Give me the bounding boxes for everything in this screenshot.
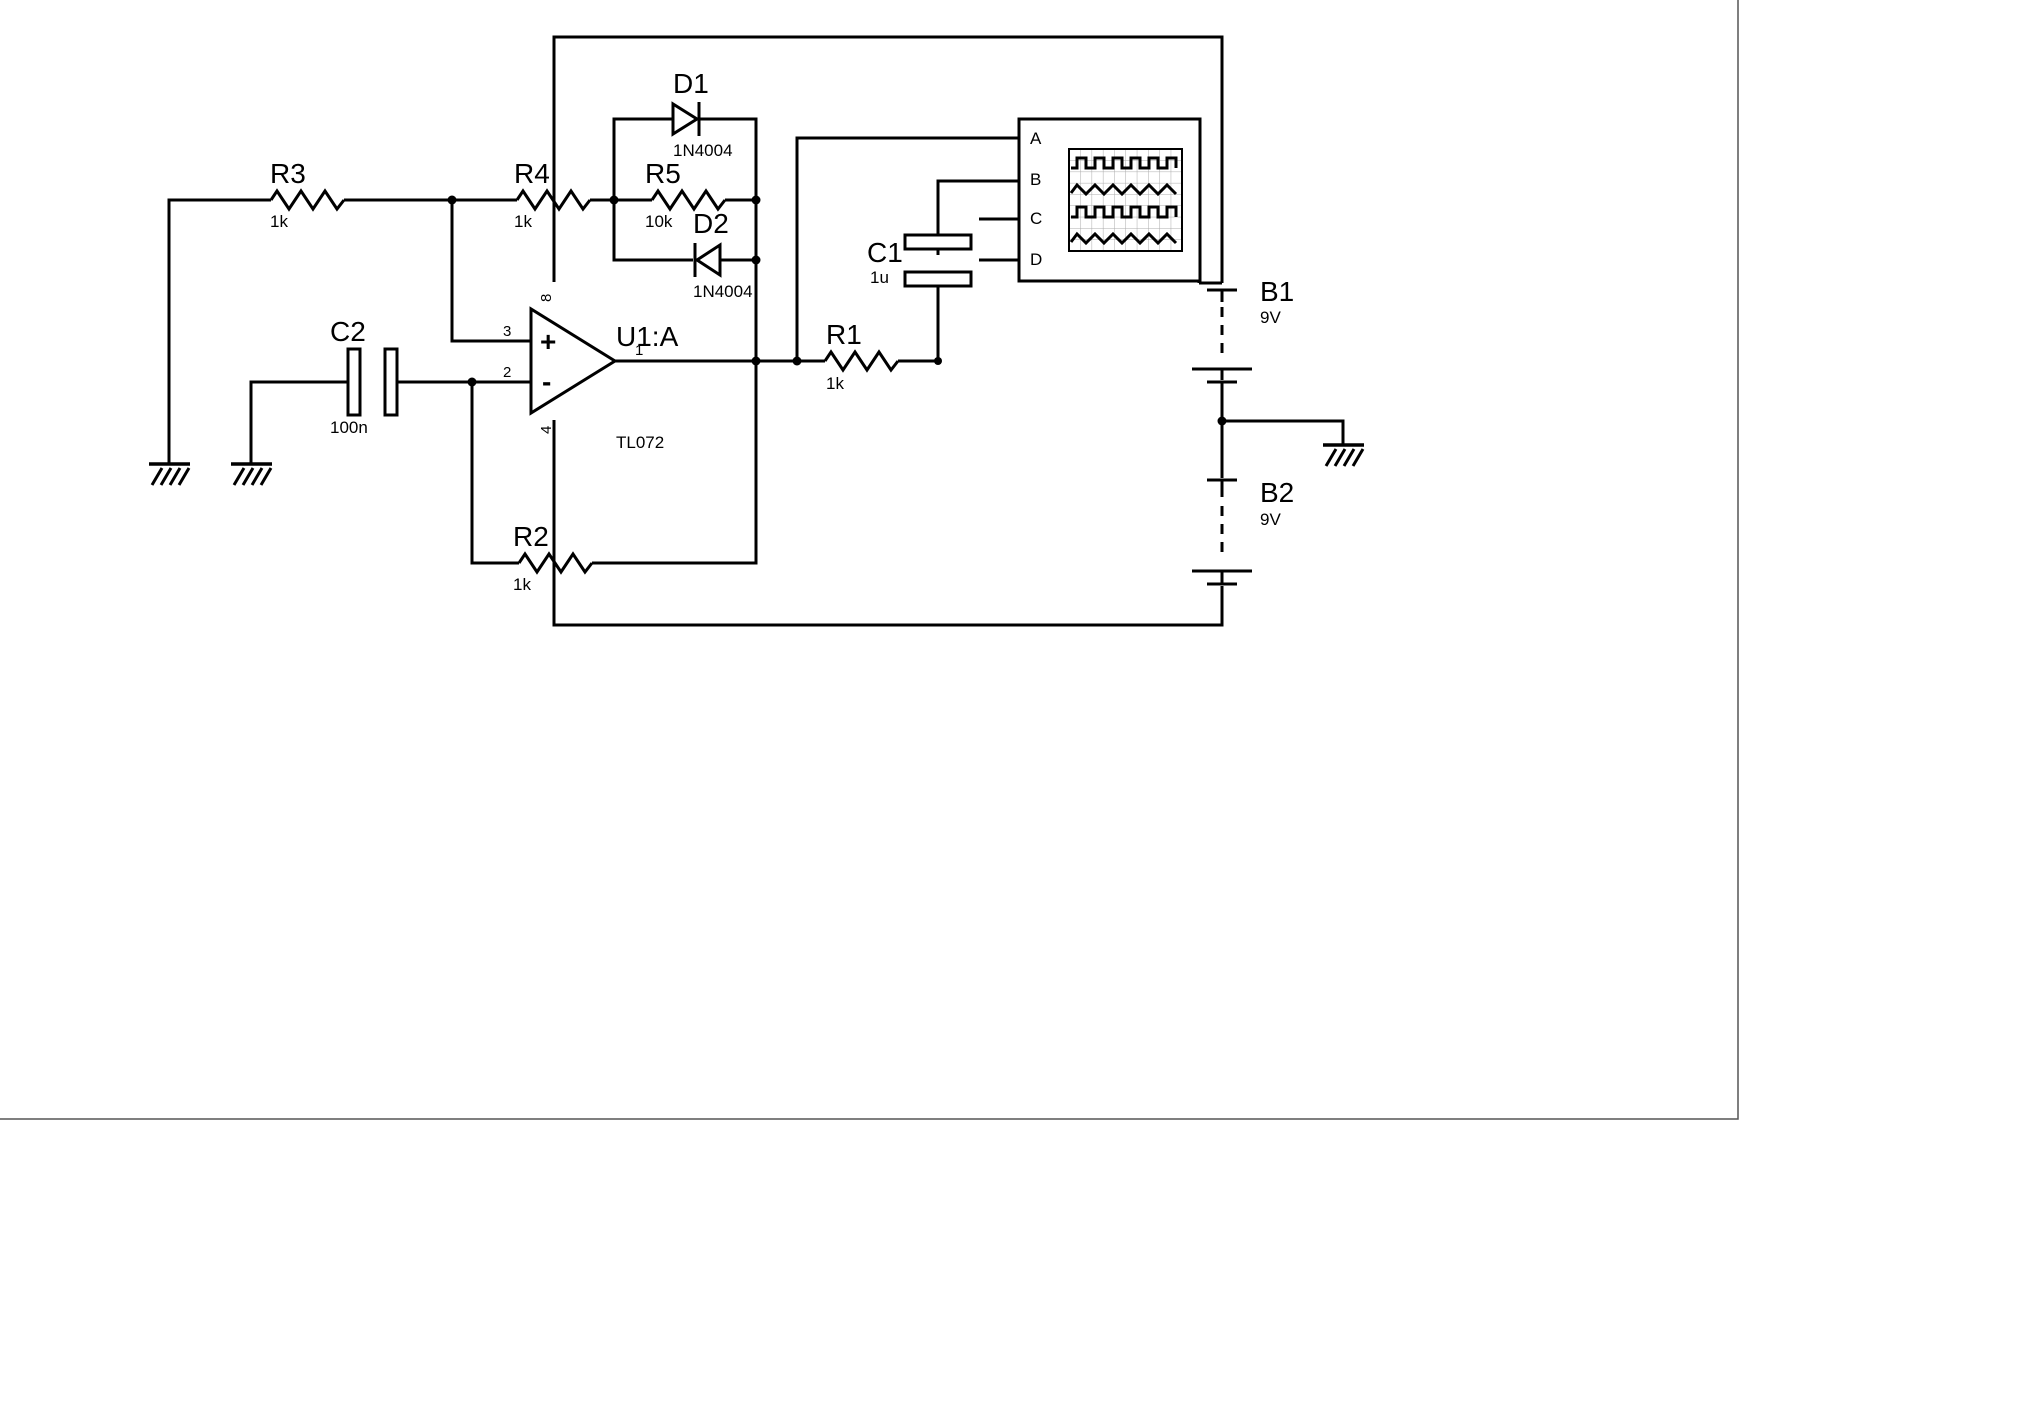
diode-d2: D2 1N4004	[693, 208, 753, 301]
scope-channel-b: B	[1030, 170, 1041, 189]
junction-dots	[447, 195, 1227, 426]
capacitor-icon	[903, 233, 973, 288]
battery-icon	[1192, 421, 1252, 586]
u1-part: TL072	[616, 433, 664, 452]
resistor-r1: R1 1k	[823, 319, 900, 393]
scope-triangle-trace-2	[1069, 231, 1178, 246]
d2-ref: D2	[693, 208, 729, 239]
battery-icon	[1192, 288, 1252, 421]
sheet-border	[0, 0, 1739, 1120]
resistor-icon	[269, 188, 346, 212]
r1-ref: R1	[826, 319, 862, 350]
opamp-icon	[529, 306, 618, 416]
resistor-r3: R3 1k	[269, 158, 346, 231]
resistor-icon	[823, 349, 900, 373]
diode-icon	[693, 242, 722, 278]
pin-1: 1	[635, 342, 643, 359]
oscilloscope: A B C D	[1017, 117, 1202, 283]
scope-channel-d: D	[1030, 250, 1042, 269]
d1-value: 1N4004	[673, 141, 733, 160]
c2-ref: C2	[330, 316, 366, 347]
scope-channel-c: C	[1030, 209, 1042, 228]
resistor-icon	[517, 551, 594, 575]
u1-ref: U1:A	[616, 321, 679, 352]
battery-b1: B1 9V	[1192, 276, 1294, 421]
scope-triangle-trace-1	[1069, 182, 1178, 197]
pin-2: 2	[503, 364, 511, 381]
pin-8: 8	[538, 294, 555, 302]
scope-channel-a: A	[1030, 129, 1042, 148]
d1-ref: D1	[673, 68, 709, 99]
resistor-icon	[515, 188, 592, 212]
diode-icon	[671, 101, 701, 137]
b2-value: 9V	[1260, 510, 1281, 529]
pin-4: 4	[538, 426, 555, 434]
opamp-minus-sign: -	[542, 366, 551, 397]
r5-ref: R5	[645, 158, 681, 189]
b1-value: 9V	[1260, 308, 1281, 327]
r4-value: 1k	[514, 212, 532, 231]
capacitor-c2: C2 100n	[330, 316, 399, 437]
r3-value: 1k	[270, 212, 288, 231]
b1-ref: B1	[1260, 276, 1294, 307]
capacitor-icon	[346, 347, 399, 417]
c2-value: 100n	[330, 418, 368, 437]
resistor-r5: R5 10k	[645, 158, 727, 231]
scope-square-trace-2	[1071, 205, 1178, 219]
r5-value: 10k	[645, 212, 673, 231]
diode-d1: D1 1N4004	[671, 68, 733, 160]
ground-icon	[1323, 443, 1365, 467]
d2-value: 1N4004	[693, 282, 753, 301]
resistor-r4: R4 1k	[514, 158, 592, 231]
r3-ref: R3	[270, 158, 306, 189]
capacitor-c1: C1 1u	[867, 233, 973, 292]
ground-icon	[231, 462, 273, 486]
opamp-plus-sign: +	[540, 326, 556, 357]
r2-ref: R2	[513, 521, 549, 552]
resistor-r2: R2 1k	[513, 521, 594, 594]
scope-screen	[1068, 148, 1183, 252]
r2-value: 1k	[513, 575, 531, 594]
b2-ref: B2	[1260, 477, 1294, 508]
resistor-icon	[650, 188, 727, 212]
c1-value: 1u	[870, 268, 889, 287]
ground-icon	[149, 462, 191, 486]
scope-square-trace-1	[1071, 156, 1178, 170]
opamp-u1: + - 8 3 2 1 4 U1:A TL072	[503, 294, 679, 452]
r4-ref: R4	[514, 158, 550, 189]
pin-3: 3	[503, 323, 511, 340]
c1-ref: C1	[867, 237, 903, 268]
battery-b2: B2 9V	[1192, 421, 1294, 586]
r1-value: 1k	[826, 374, 844, 393]
